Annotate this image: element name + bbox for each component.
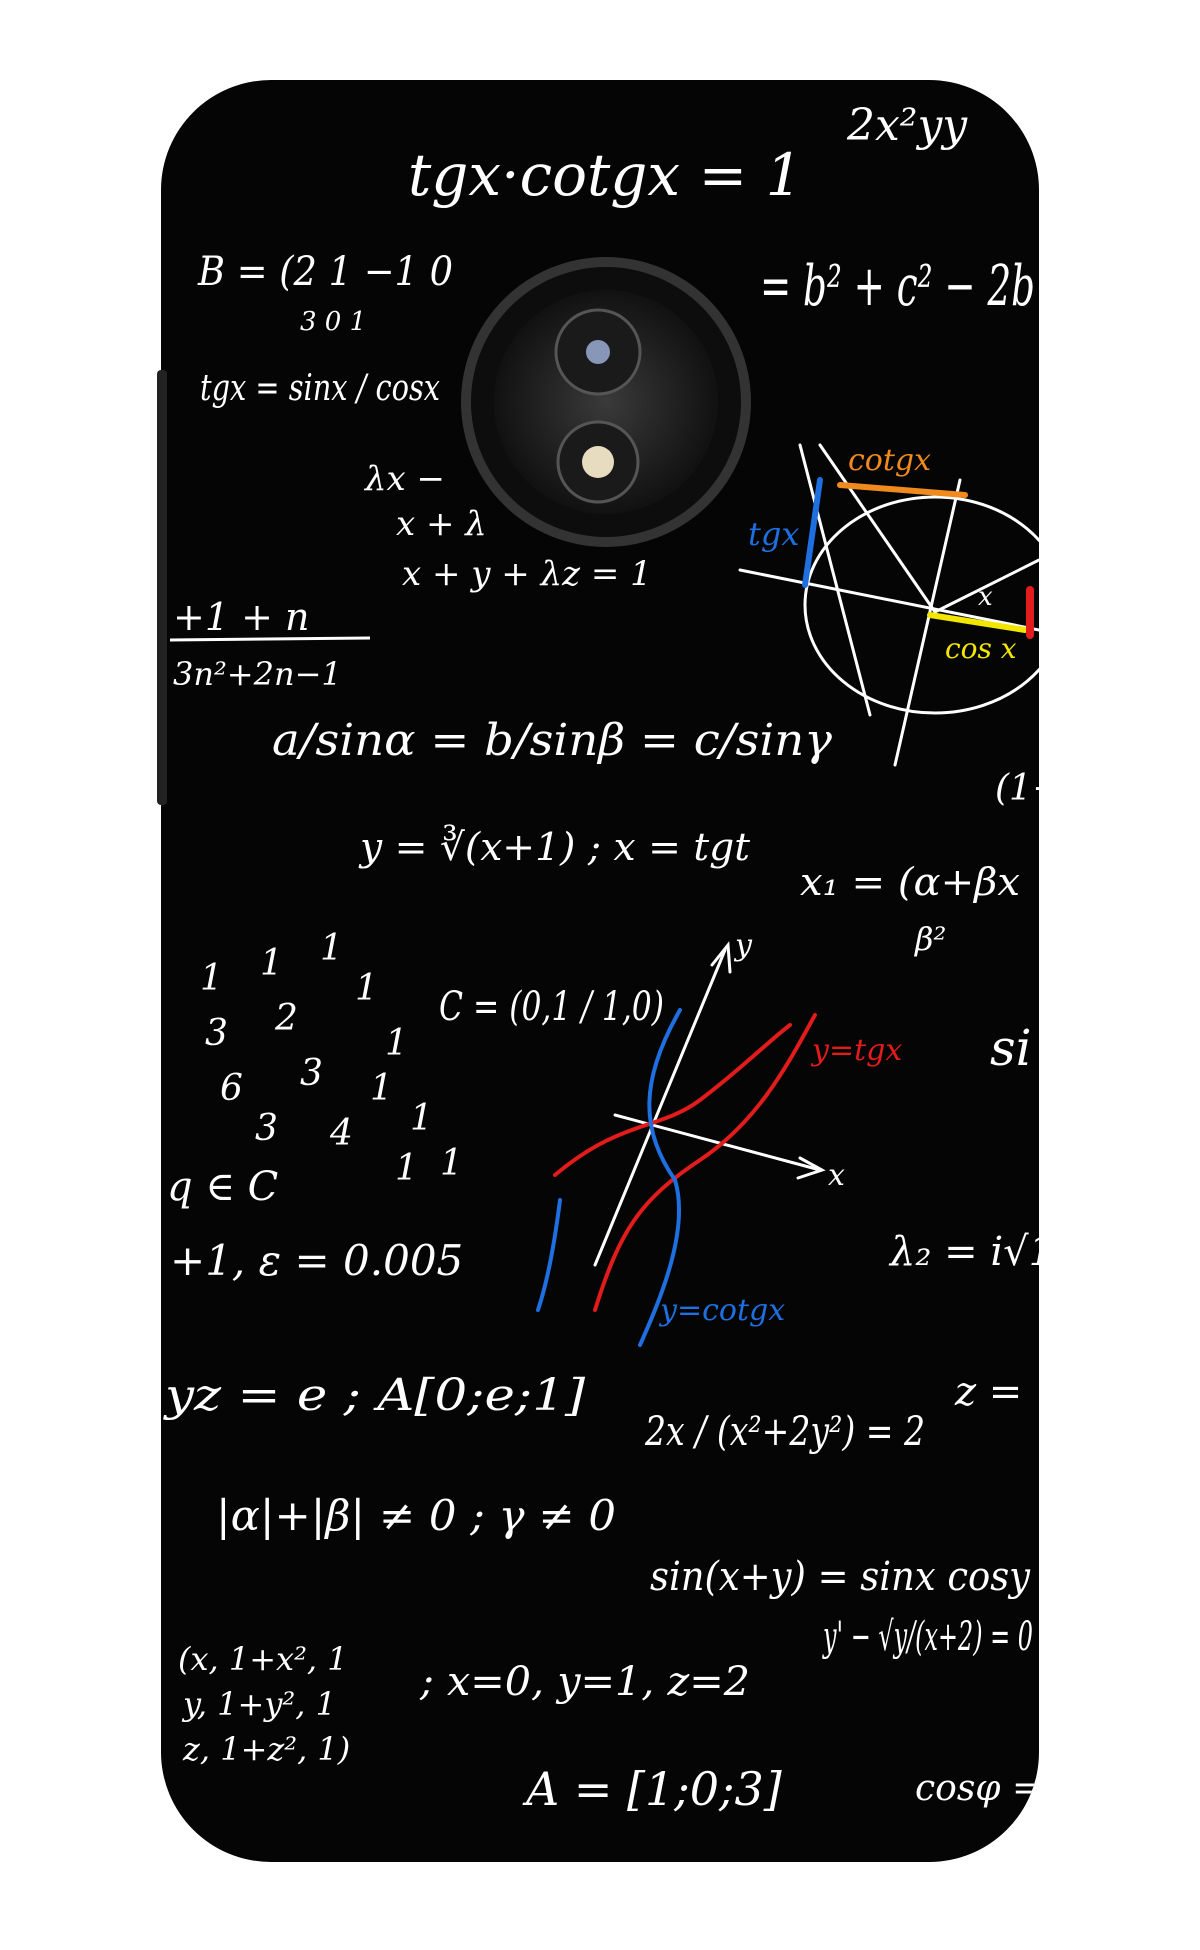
svg-text:1: 1	[355, 968, 378, 1009]
formula: a/sinα = b/sinβ = c/sinγ	[272, 715, 833, 766]
formula: +1, ε = 0.005	[170, 1236, 463, 1285]
svg-text:3: 3	[205, 1013, 228, 1054]
label-tgx: tgx	[748, 515, 799, 553]
svg-text:1: 1	[410, 1098, 433, 1139]
formula: q ∈ C	[167, 1164, 278, 1210]
svg-text:1: 1	[370, 1068, 393, 1109]
formula: = b² + c² − 2b	[760, 254, 1035, 319]
svg-text:1: 1	[260, 943, 283, 984]
formula: x + λ	[396, 504, 487, 544]
formula: y, 1+y², 1	[181, 1685, 336, 1723]
formula: y = ∛(x+1) ; x = tgt	[358, 824, 751, 869]
formula: cosφ =	[915, 1768, 1042, 1809]
svg-text:1: 1	[200, 958, 223, 999]
svg-text:2: 2	[274, 998, 298, 1039]
formula: tgx = sinx / cosx	[200, 368, 440, 409]
svg-text:1: 1	[395, 1148, 418, 1189]
svg-text:6: 6	[220, 1068, 243, 1109]
formula: |α|+|β| ≠ 0 ; γ ≠ 0	[216, 1491, 616, 1540]
label-y-cotgx: y=cotgx	[658, 1293, 785, 1328]
side-button	[157, 370, 167, 805]
label-y-tgx: y=tgx	[810, 1033, 902, 1068]
formula: ; x=0, y=1, z=2	[419, 1659, 750, 1705]
label-x: x	[978, 582, 993, 612]
label-cosx: cos x	[945, 632, 1017, 665]
formula: 3n²+2n−1	[173, 655, 342, 693]
camera-module	[461, 257, 751, 547]
formula: B = (2 1 −1 0	[197, 249, 453, 295]
formula: z, 1+z², 1)	[182, 1730, 350, 1768]
formula: λ₂ = i√1	[888, 1229, 1054, 1275]
formula: (x, 1+x², 1	[178, 1640, 348, 1678]
formula: si	[990, 1019, 1032, 1077]
digit-triangle: 1 1 1 1 2 1 3 3 1 6 3 1 4 1 1	[200, 928, 463, 1189]
formula: β²	[914, 920, 946, 958]
formula: C = (0,1 / 1,0)	[439, 984, 664, 1030]
formula: x₁ = (α+βx	[800, 860, 1020, 904]
svg-text:1: 1	[320, 928, 343, 969]
formula: sin(x+y) = sinx cosy	[650, 1554, 1031, 1600]
label-cotgx: cotgx	[848, 443, 931, 478]
axis-label-x: x	[828, 1158, 845, 1193]
formula: tgx·cotgx = 1	[408, 141, 803, 209]
formula: yz = e ; A[0;e;1]	[163, 1370, 586, 1421]
formula: y' − √y/(x+2) = 0	[822, 1614, 1033, 1660]
formula: (1−	[995, 768, 1062, 809]
formula: z =	[954, 1369, 1022, 1415]
formula: 2x²yy	[846, 100, 968, 151]
svg-text:3: 3	[255, 1108, 278, 1149]
formula: 3 0 1	[300, 307, 366, 337]
tangent-graph: y x y=tgx y=cotgx	[536, 928, 902, 1347]
svg-text:1: 1	[385, 1023, 408, 1064]
svg-text:4: 4	[329, 1113, 353, 1154]
svg-text:3: 3	[300, 1053, 323, 1094]
formula: x + y + λz = 1	[402, 554, 652, 594]
svg-text:1: 1	[440, 1143, 463, 1184]
formula: 2x / (x²+2y²) = 2	[644, 1409, 925, 1455]
formula: A = [1;0;3]	[522, 1762, 782, 1816]
formula: λx −	[363, 459, 445, 499]
formula: +1 + n	[173, 595, 310, 639]
unit-circle-diagram: cotgx tgx cos x x	[738, 443, 1039, 767]
axis-label-y: y	[733, 928, 753, 963]
